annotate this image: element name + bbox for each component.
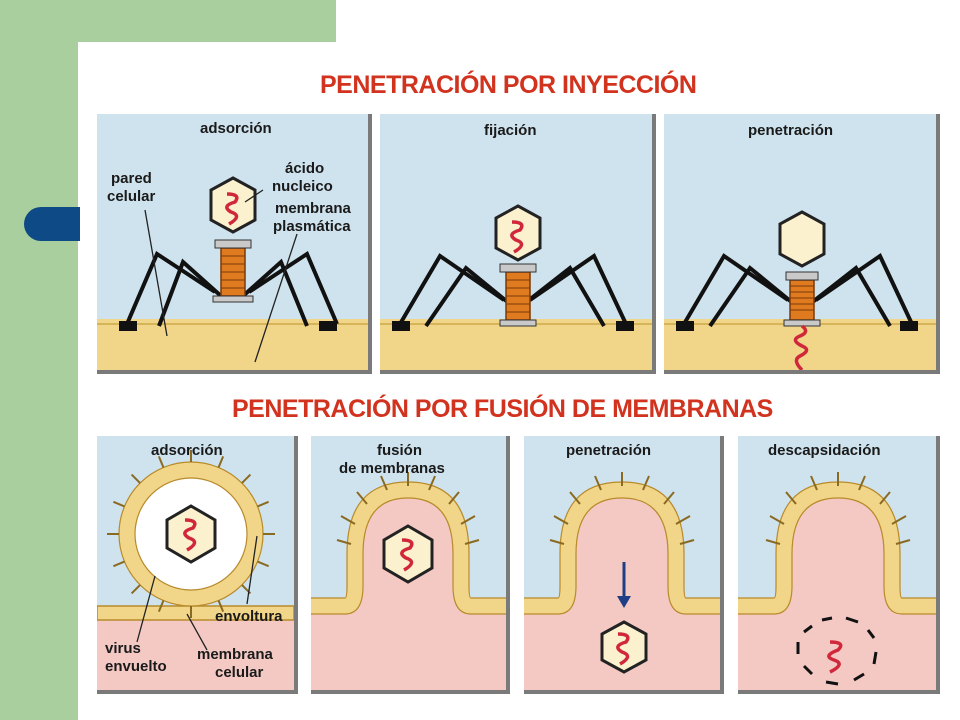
label-adsorcion-fusion: adsorción	[151, 442, 223, 459]
cell-membrane	[524, 481, 720, 614]
green-top-bar	[78, 0, 336, 42]
envelope-spike	[241, 473, 252, 484]
fusion-membranas-drawing	[311, 436, 506, 690]
nucleic-acid-squiggle	[400, 538, 414, 572]
envelope-spike	[130, 584, 141, 595]
injection-adsorcion-drawing	[97, 176, 368, 370]
injection-fijacion-drawing	[380, 204, 652, 370]
injected-nucleic-acid	[793, 324, 809, 370]
fusion-adsorcion-drawing	[97, 450, 294, 690]
annotation-envoltura: envoltura	[215, 608, 283, 625]
injection-penetracion-drawing	[664, 210, 936, 370]
fusion-panel-adsorcion: adsorción envoltura virus envuelto membr…	[97, 436, 298, 694]
envelope-spike	[113, 500, 125, 508]
annotation-membrana-celular-1: membrana	[197, 646, 273, 663]
tail-fibers	[125, 251, 339, 327]
envelope-spike	[257, 560, 269, 568]
envelope-spike	[257, 500, 269, 508]
label-fusion-1: fusión	[377, 442, 422, 459]
annotation-acido: ácido	[285, 160, 325, 177]
annotation-virus: virus	[105, 640, 141, 657]
nucleic-acid-squiggle	[225, 192, 239, 226]
nucleic-acid-squiggle	[510, 220, 524, 254]
envelope-spike	[130, 473, 141, 484]
tail-fibers	[682, 253, 914, 328]
annotation-membrana: membrana	[275, 200, 351, 217]
envelope-spike	[217, 456, 225, 468]
annotation-celular: celular	[107, 188, 156, 205]
green-side-bar	[0, 0, 78, 720]
label-fijacion: fijación	[484, 122, 537, 139]
cell-membrane	[738, 481, 936, 614]
envelope-spike	[157, 600, 165, 612]
annotation-plasmatica: plasmática	[273, 218, 351, 235]
annotation-pared: pared	[111, 170, 152, 187]
annotation-membrana-celular-2: celular	[215, 664, 264, 681]
envelope-spike	[157, 456, 165, 468]
phage-head	[494, 204, 542, 262]
fusion-panel-fusion: fusión de membranas	[311, 436, 510, 694]
injection-panel-adsorcion: adsorción pared celular ácido nucleico m…	[97, 114, 372, 374]
nucleic-acid-squiggle	[183, 518, 197, 552]
viral-envelope	[119, 462, 263, 606]
tail-fibers	[398, 253, 628, 328]
title-fusion: PENETRACIÓN POR FUSIÓN DE MEMBRANAS	[232, 395, 773, 423]
broken-capsid	[796, 616, 878, 686]
label-adsorcion-injection: adsorción	[200, 120, 272, 137]
capsid	[600, 620, 648, 674]
title-injection: PENETRACIÓN POR INYECCIÓN	[320, 71, 697, 99]
annotation-envuelto: envuelto	[105, 658, 167, 675]
label-penetracion-injection: penetración	[748, 122, 834, 139]
membrane-spikes	[336, 472, 480, 545]
envelope-spikes	[107, 450, 275, 618]
envelope-spike	[217, 600, 225, 612]
label-fusion-2: de membranas	[339, 460, 445, 477]
empty-phage-head	[778, 210, 826, 268]
blue-tab-decoration	[24, 207, 80, 241]
capsid	[165, 504, 217, 564]
fused-membrane	[311, 481, 506, 614]
injection-panel-fijacion: fijación	[380, 114, 656, 374]
fusion-descapsidacion-drawing	[738, 472, 936, 690]
fusion-penetracion-drawing	[524, 472, 720, 690]
annotation-nucleico: nucleico	[272, 178, 333, 195]
membrane-spikes	[549, 472, 695, 545]
fusion-panel-penetracion: penetración	[524, 436, 724, 694]
membrane-spikes	[765, 472, 911, 545]
injection-panel-penetracion: penetración	[664, 114, 940, 374]
label-penetracion-fusion: penetración	[566, 442, 652, 459]
capsid	[382, 524, 434, 584]
phage-head	[209, 176, 257, 234]
nucleic-acid-squiggle	[616, 632, 630, 666]
envelope-spike	[113, 560, 125, 568]
label-descapsidacion: descapsidación	[768, 442, 881, 459]
fusion-panel-descapsidacion: descapsidación	[738, 436, 940, 694]
released-nucleic-acid	[827, 640, 843, 674]
